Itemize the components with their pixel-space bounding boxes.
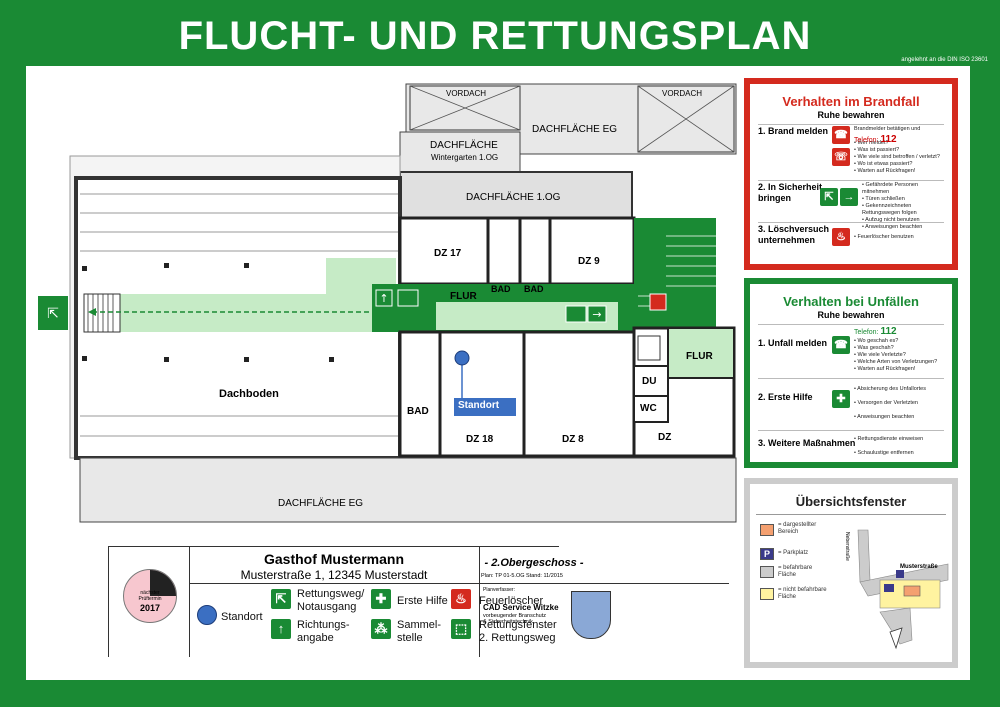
- swatch-parkplatz: P: [760, 548, 774, 560]
- floor-label: - 2.Obergeschoss -: [484, 557, 584, 569]
- unfall-step-2: 2. Erste Hilfe: [758, 392, 813, 402]
- label-vordach-left: VORDACH: [446, 89, 487, 98]
- label-dz18: DZ 18: [466, 434, 494, 445]
- sheet: ⇱ ↑ → VORDACH VORDACH DACHFLÄCHE EG DACH…: [26, 66, 970, 680]
- room-dz9: [548, 216, 636, 286]
- assembly-icon-plan: [637, 335, 661, 361]
- legend-richtung: Richtungs- angabe: [297, 619, 350, 644]
- swatch-befahrbar: [760, 566, 774, 578]
- label-dz: DZ: [658, 432, 672, 443]
- legend-feuerloescher: Feuerlöscher: [479, 595, 544, 607]
- label-dach-eg-top: DACHFLÄCHE EG: [532, 124, 618, 135]
- label-bad2: BAD: [524, 284, 544, 294]
- swatch-nicht-befahrbar: [760, 588, 774, 600]
- unfall-step-3: 3. Weitere Maßnahmen: [758, 438, 856, 448]
- company-name: CAD Service Witzke: [483, 603, 559, 612]
- pruef-badge: nächster Prüftermin 2017: [123, 569, 177, 623]
- roof-eg-bottom: [79, 457, 737, 523]
- svg-text:⇱: ⇱: [47, 306, 59, 322]
- rescue-window-legend-icon: ⬚: [451, 619, 471, 639]
- swatch-dargestellt: [760, 524, 774, 536]
- legend-rettungsfenster: Rettungsfenster 2. Rettungsweg: [479, 619, 557, 644]
- brandfall-step-1: 1. Brand melden: [758, 126, 829, 136]
- label-du: DU: [642, 376, 657, 387]
- label-wc: WC: [640, 403, 657, 414]
- escape-arrow-head: [88, 308, 96, 316]
- label-dz8: DZ 8: [562, 434, 584, 445]
- overview-title: Übersichtsfenster: [795, 494, 907, 509]
- exit-stair-left: [83, 293, 121, 333]
- legend-rettungsweg: Rettungsweg/ Notausgang: [297, 588, 365, 613]
- label-flur-right: FLUR: [686, 351, 713, 362]
- label-dz9: DZ 9: [578, 256, 600, 267]
- info-box: nächster Prüftermin 2017 Gasthof Musterm…: [108, 546, 729, 657]
- phone-icon: ☎: [832, 336, 850, 354]
- page-title: FLUCHT- UND RETTUNGSPLAN: [178, 14, 812, 58]
- direction-up-sign-icon: [375, 289, 393, 307]
- extinguisher-icon: ♨: [832, 228, 850, 246]
- exit-runner-sign-icon: [397, 289, 419, 307]
- exit-legend-icon: ⇱: [271, 589, 291, 609]
- venue-name: Gasthof Mustermann: [263, 551, 404, 567]
- exit-run-icon: ⇱: [820, 188, 838, 206]
- standort-legend-icon: [197, 605, 217, 625]
- legend-standort: Standort: [221, 611, 263, 623]
- brandfall-step-2: 2. In Sicherheit bringen: [758, 182, 823, 203]
- plan-number: Plan: TP 01-5.OG Stand: 11/2015: [481, 573, 563, 579]
- exit-runner-sign2-icon: [565, 305, 587, 323]
- label-flur-left: FLUR: [450, 291, 477, 302]
- overview-side-street: Nebenstraße: [844, 532, 850, 561]
- svg-text:→: →: [592, 308, 601, 321]
- label-dach-wintergarten: DACHFLÄCHE: [430, 140, 498, 151]
- label-bad3: BAD: [407, 406, 429, 417]
- fire-alarm-icon: ☎: [832, 126, 850, 144]
- direction-right-sign-icon: [587, 305, 607, 323]
- label-bad1: BAD: [491, 284, 511, 294]
- overview-street: Musterstraße: [900, 564, 938, 570]
- unfall-step-1: 1. Unfall melden: [758, 338, 828, 348]
- roof-wintergarten: [399, 131, 521, 173]
- label-dach-1og: DACHFLÄCHE 1.OG: [466, 192, 561, 203]
- fire-extinguisher-sign-icon: [649, 293, 667, 311]
- assembly-legend-icon: ⁂: [371, 619, 391, 639]
- unfall-title: Verhalten bei Unfällen: [783, 294, 919, 309]
- first-aid-legend-icon: ✚: [371, 589, 391, 609]
- label-dz17: DZ 17: [434, 248, 462, 259]
- first-aid-icon: ✚: [832, 390, 850, 408]
- legend-erste-hilfe: Erste Hilfe: [397, 595, 448, 607]
- arrow-right-icon: →: [840, 188, 858, 206]
- stairwell: [634, 218, 716, 328]
- norm-note: angelehnt an die DIN ISO 23601: [901, 57, 988, 63]
- escape-path-zone: [84, 258, 396, 332]
- svg-text:↑: ↑: [379, 292, 388, 305]
- legend-sammelstelle: Sammel- stelle: [397, 619, 442, 644]
- overview-map: [840, 520, 950, 650]
- label-vordach-right: VORDACH: [662, 89, 703, 98]
- panel-brandfall: Verhalten im Brandfall Ruhe bewahren 1. …: [744, 78, 958, 270]
- fire-call-icon: ☏: [832, 148, 850, 166]
- label-dachboden: Dachboden: [219, 388, 279, 400]
- brandfall-step-3: 3. Löschversuch unternehmen: [758, 224, 830, 245]
- extinguisher-legend-icon: ♨: [451, 589, 471, 609]
- floor-plan: ⇱ ↑ →: [38, 83, 737, 523]
- standort-marker: [454, 350, 470, 366]
- coat-of-arms-icon: [571, 591, 611, 639]
- room-dz18: [438, 330, 526, 458]
- label-dach-wintergarten-sub: Wintergarten 1.OG: [431, 153, 499, 162]
- panel-overview: Übersichtsfenster = dargestellter Bereic…: [744, 478, 958, 668]
- label-standort-plan: Standort: [458, 400, 500, 411]
- standort-box: [454, 398, 516, 416]
- label-dach-eg-bottom: DACHFLÄCHE EG: [278, 498, 364, 509]
- brandfall-title: Verhalten im Brandfall: [782, 94, 920, 109]
- emergency-exit-sign-icon: [38, 296, 68, 330]
- panel-unfall: Verhalten bei Unfällen Ruhe bewahren 1. …: [744, 278, 958, 468]
- venue-address: Musterstraße 1, 12345 Musterstadt: [240, 568, 428, 582]
- room-bad3: [398, 330, 442, 458]
- direction-legend-icon: ↑: [271, 619, 291, 639]
